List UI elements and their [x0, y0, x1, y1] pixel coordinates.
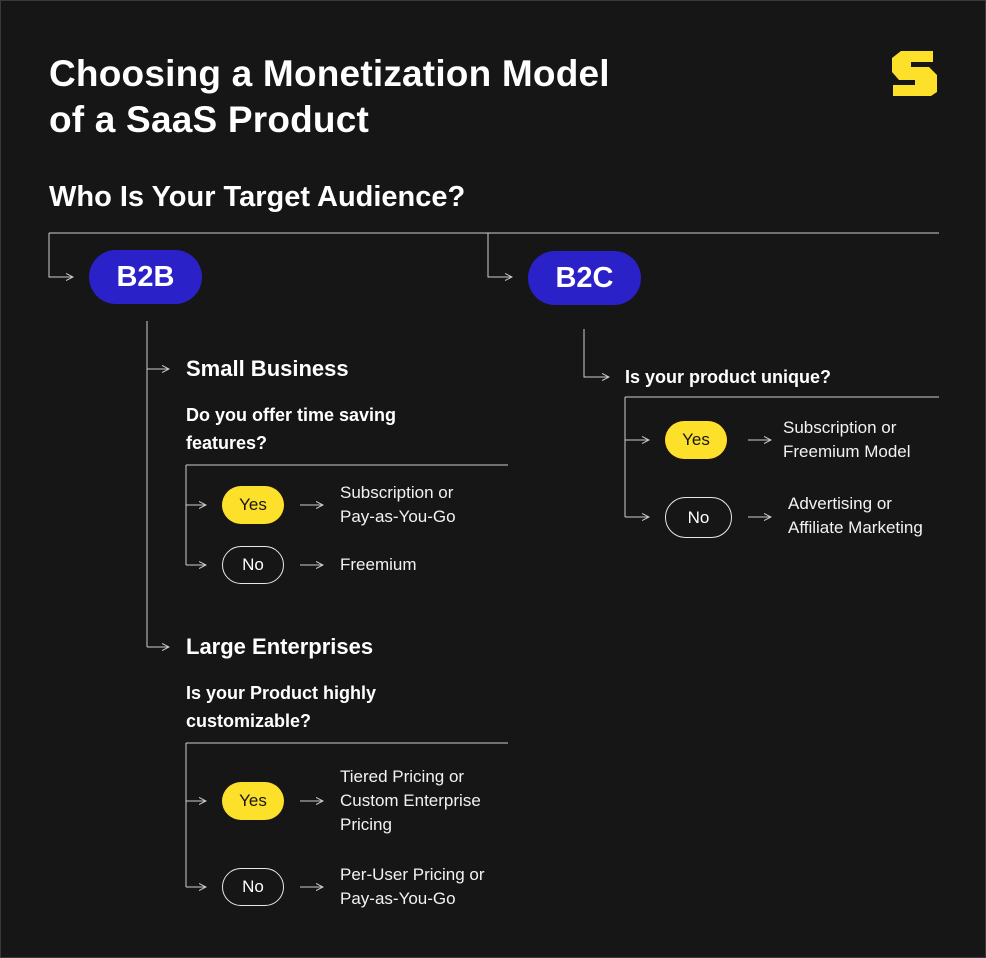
small-business-yes-pill: Yes — [222, 486, 284, 524]
large-enterprises-no-result: Per-User Pricing or Pay-as-You-Go — [340, 865, 485, 908]
audience-question: Who Is Your Target Audience? — [49, 181, 466, 213]
small-business-heading: Small Business — [186, 356, 349, 381]
large-enterprises-yes-result: Tiered Pricing or Custom Enterprise Pric… — [340, 767, 481, 834]
page-title: Choosing a Monetization Model of a SaaS … — [49, 51, 749, 143]
title-line-2: of a SaaS Product — [49, 99, 370, 140]
brand-logo-icon — [892, 51, 937, 96]
small-business-yes-result: Subscription or Pay-as-You-Go — [340, 483, 456, 526]
b2c-yes-result: Subscription or Freemium Model — [783, 418, 911, 461]
b2c-no-result: Advertising or Affiliate Marketing — [788, 494, 923, 537]
large-enterprises-question: Is your Product highly customizable? — [186, 683, 377, 731]
small-business-question: Do you offer time saving features? — [186, 405, 397, 453]
small-business-no-pill: No — [222, 546, 284, 584]
large-enterprises-no-pill: No — [222, 868, 284, 906]
small-business-no-result: Freemium — [340, 555, 417, 574]
b2c-yes-pill: Yes — [665, 421, 727, 459]
b2b-pill: B2B — [89, 250, 202, 304]
large-enterprises-yes-pill: Yes — [222, 782, 284, 820]
b2c-question: Is your product unique? — [625, 367, 831, 387]
large-enterprises-heading: Large Enterprises — [186, 634, 374, 659]
title-line-1: Choosing a Monetization Model — [49, 53, 610, 94]
b2c-no-pill: No — [665, 497, 732, 538]
b2c-pill: B2C — [528, 251, 641, 305]
